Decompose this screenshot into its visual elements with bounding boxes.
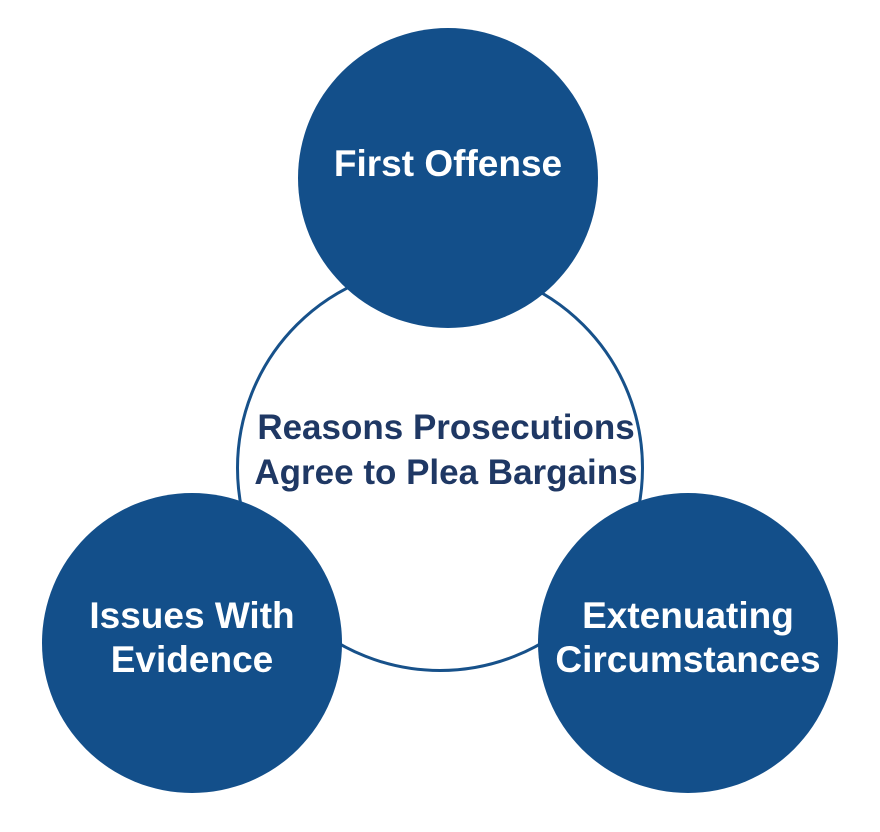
node-issues-with-evidence-line2: Evidence [110,639,274,680]
node-issues-with-evidence-label: Issues With Evidence [89,594,294,683]
node-first-offense-label: First Offense [334,142,562,186]
node-issues-with-evidence-line1: Issues With [89,594,295,636]
node-first-offense-line1: First Offense [333,142,563,184]
node-extenuating-circumstances-label: Extenuating Circumstances [555,594,820,683]
node-extenuating-circumstances: Extenuating Circumstances [538,493,838,793]
diagram-title-line2: Agree to Plea Bargains [254,453,638,492]
node-extenuating-circumstances-line2: Circumstances [555,639,821,680]
node-first-offense: First Offense [298,28,598,328]
diagram-title-line1: Reasons Prosecutions [257,408,635,448]
diagram-title: Reasons Prosecutions Agree to Plea Barga… [254,406,637,496]
node-issues-with-evidence: Issues With Evidence [42,493,342,793]
node-extenuating-circumstances-line1: Extenuating [582,594,794,636]
